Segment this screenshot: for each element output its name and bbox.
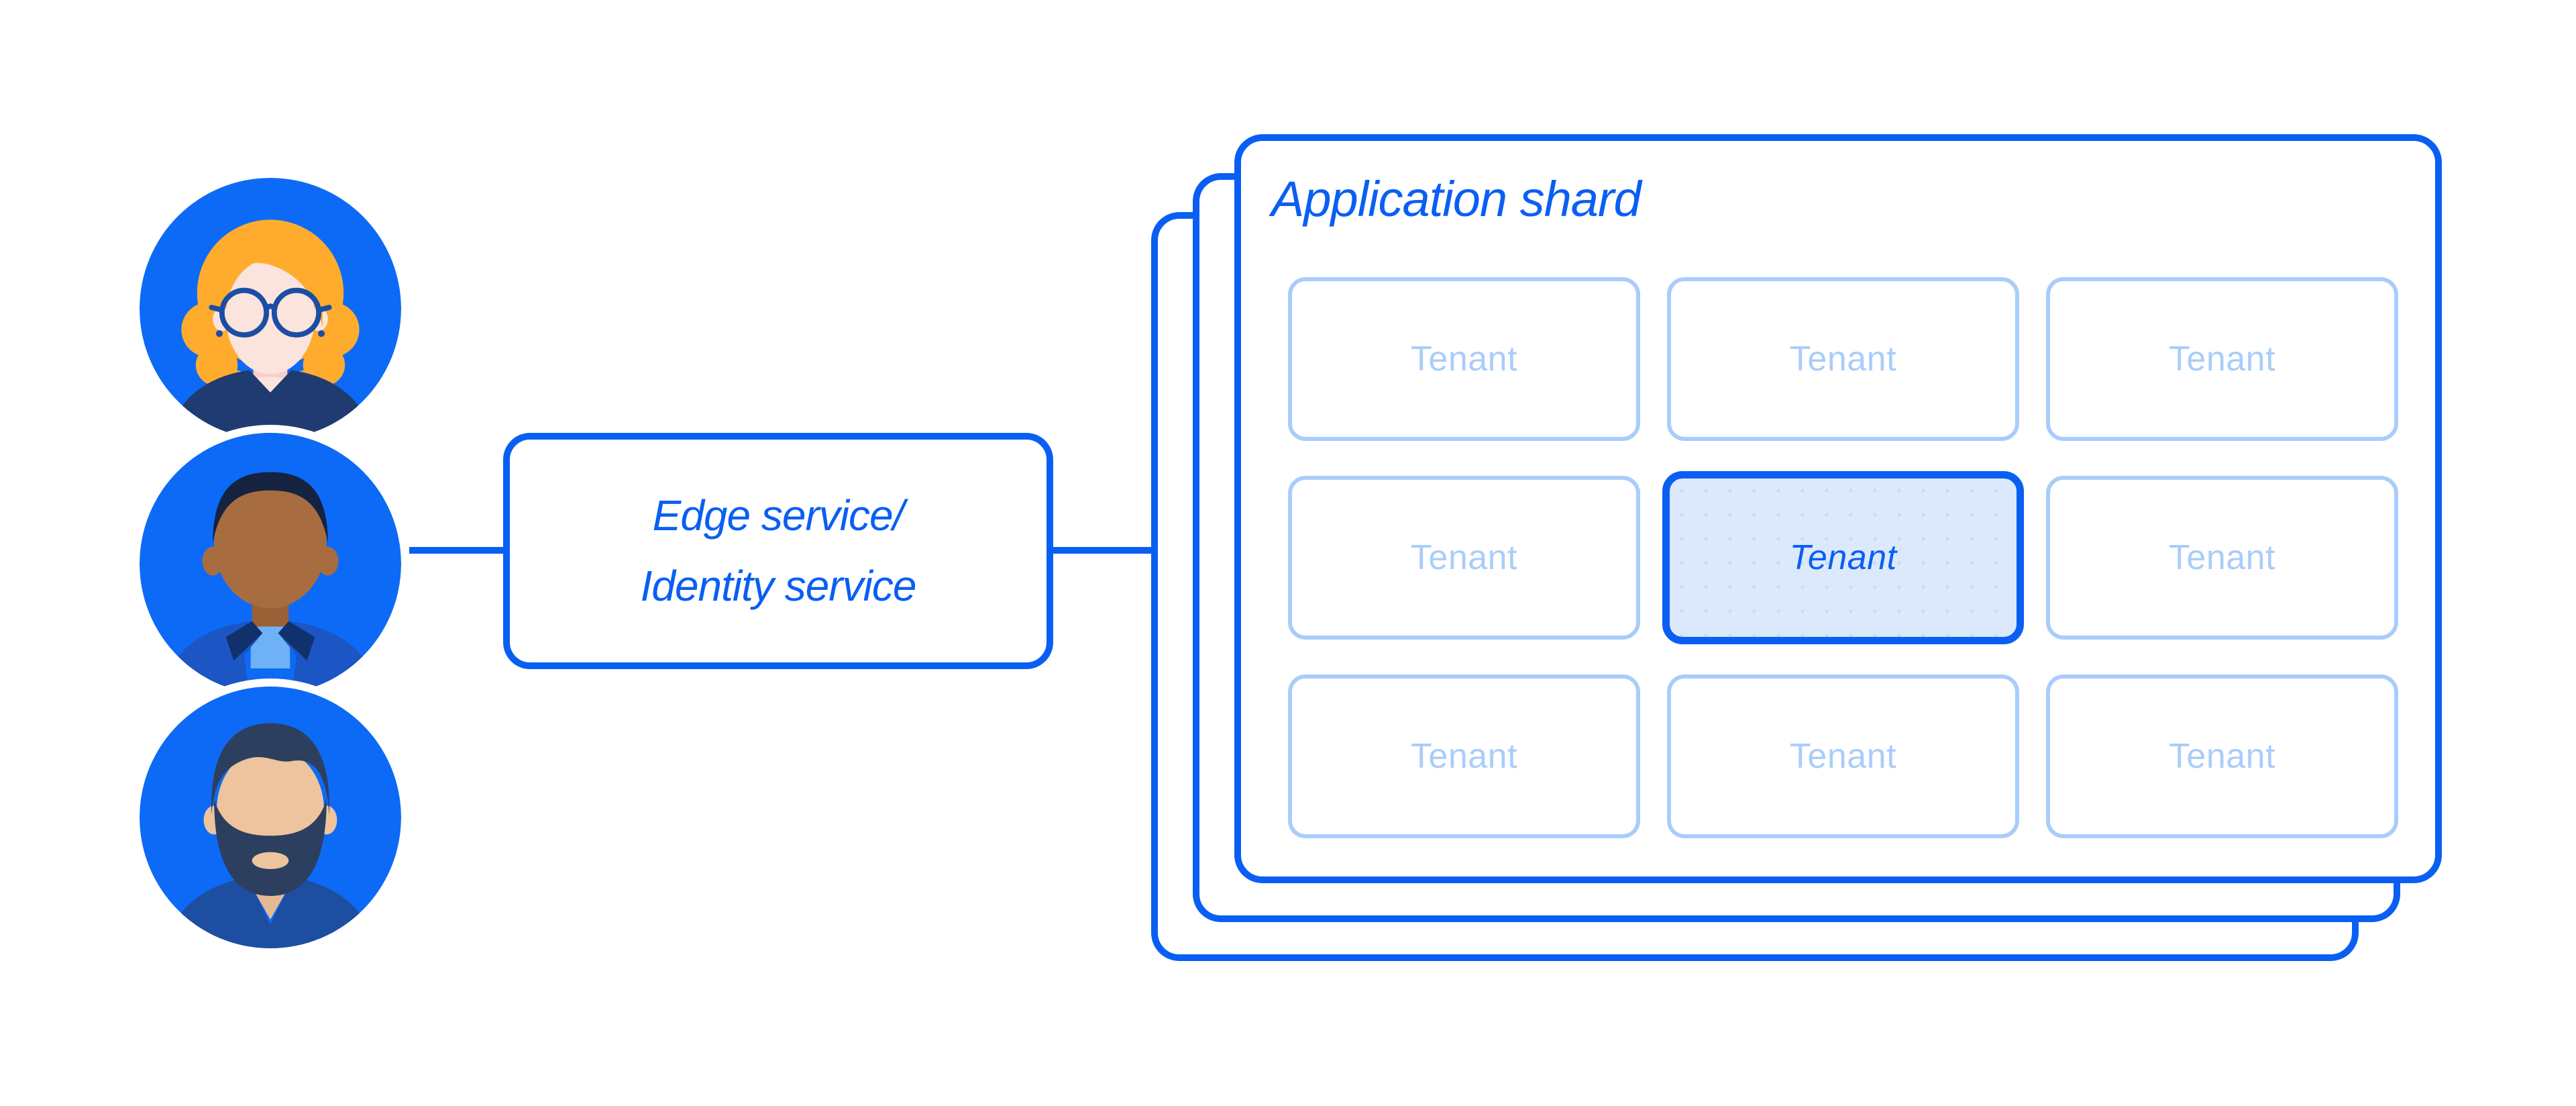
tenant-box: Tenant [1667,277,2019,441]
tenant-box: Tenant [2046,674,2398,838]
edge-to-shard-connector-line [1053,547,1151,554]
bearded-man-avatar-illustration [140,687,401,948]
tenant-box: Tenant [2046,277,2398,441]
man-avatar-illustration [140,433,401,695]
tenant-box: Tenant [1667,674,2019,838]
woman-glasses-avatar-icon [140,178,401,440]
bearded-man-avatar-icon [140,687,401,948]
tenant-box: Tenant [1288,674,1640,838]
woman-avatar-illustration [140,178,401,440]
tenant-box: Tenant [1288,277,1640,441]
edge-identity-service-box: Edge service/ Identity service [503,433,1053,669]
edge-service-label-line1: Edge service/ [652,491,905,540]
edge-service-label-line2: Identity service [640,562,917,610]
application-shard-title: Application shard [1271,171,1642,227]
tenant-box: Tenant [2046,476,2398,640]
man-avatar-icon [140,433,401,695]
users-to-edge-connector-line [409,547,503,554]
tenant-box-highlighted: Tenant [1662,471,2024,644]
tenant-box: Tenant [1288,476,1640,640]
